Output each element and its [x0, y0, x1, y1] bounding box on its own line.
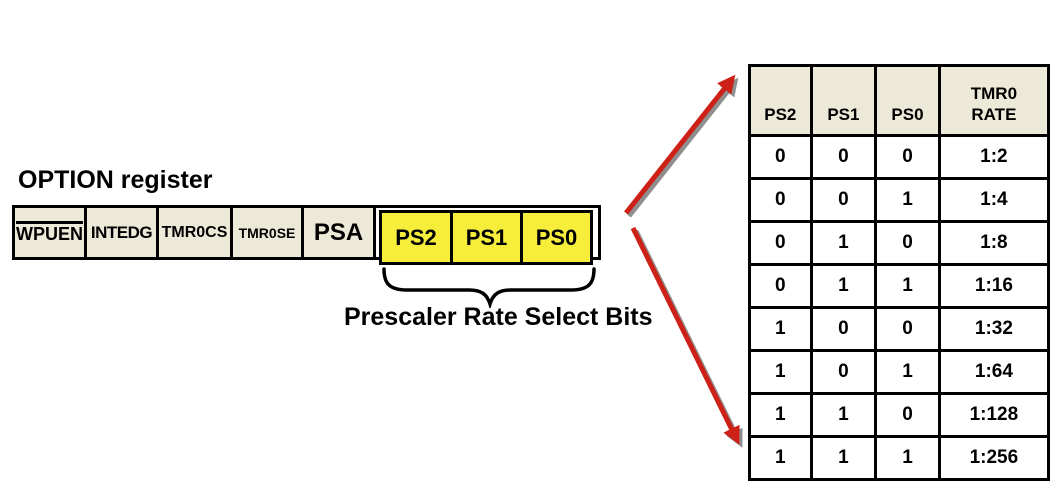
table-cell: 1	[809, 435, 878, 481]
table-cell: 0	[809, 134, 878, 180]
table-cell: 0	[748, 177, 813, 223]
col-header-ps2: PS2	[748, 64, 813, 137]
table-cell: 0	[874, 134, 941, 180]
table-cell: 0	[748, 263, 813, 309]
table-cell: 0	[874, 392, 941, 438]
ps-bits-group: PS2 PS1 PS0	[379, 210, 593, 265]
register-bit-psa: PSA	[301, 205, 376, 260]
register-bit-ps0: PS0	[520, 210, 593, 265]
table-cell: 0	[874, 306, 941, 352]
register-bit-tmr0cs: TMR0CS	[156, 205, 233, 260]
register-bit-intedg: INTEDG	[84, 205, 159, 260]
table-cell: 0	[748, 220, 813, 266]
table-row: 1 0 0 1:32	[748, 306, 1050, 352]
table-cell: 0	[809, 177, 878, 223]
table-cell: 0	[874, 220, 941, 266]
table-cell: 1:4	[937, 177, 1050, 223]
table-cell: 1:256	[937, 435, 1050, 481]
table-cell: 1	[874, 349, 941, 395]
bit-label-ps1: PS1	[465, 224, 508, 250]
register-bit-ps2: PS2	[379, 210, 453, 265]
register-bit-tmr0se: TMR0SE	[230, 205, 304, 260]
table-row: 1 1 1 1:256	[748, 435, 1050, 481]
table-cell: 1	[748, 435, 813, 481]
table-cell: 1	[809, 220, 878, 266]
table-cell: 1:16	[937, 263, 1050, 309]
table-cell: 0	[748, 134, 813, 180]
table-cell: 0	[809, 349, 878, 395]
table-cell: 1	[809, 263, 878, 309]
arrow-to-table-bottom	[630, 226, 740, 445]
table-cell: 1	[874, 177, 941, 223]
col-header-tmr0-rate: TMR0 RATE	[937, 64, 1050, 137]
bit-label-tmr0cs: TMR0CS	[161, 223, 228, 241]
arrow-shadow	[633, 229, 743, 448]
arrow-to-table-top	[624, 74, 736, 215]
table-cell: 1	[748, 349, 813, 395]
table-cell: 1:128	[937, 392, 1050, 438]
table-cell: 1	[748, 306, 813, 352]
col-header-ps0: PS0	[874, 64, 941, 137]
table-cell: 1:2	[937, 134, 1050, 180]
table-cell: 1:64	[937, 349, 1050, 395]
table-cell: 0	[809, 306, 878, 352]
table-row: 0 0 0 1:2	[748, 134, 1050, 180]
bit-label-wpuen: WPUEN	[16, 221, 83, 244]
register-bit-ps1: PS1	[450, 210, 523, 265]
bit-label-intedg: INTEDG	[90, 222, 153, 242]
bit-label-tmr0se: TMR0SE	[238, 224, 296, 241]
bit-label-ps0: PS0	[535, 224, 578, 250]
table-cell: 1	[748, 392, 813, 438]
brace	[382, 267, 596, 308]
bit-label-ps2: PS2	[395, 224, 437, 250]
table-row: 0 1 1 1:16	[748, 263, 1050, 309]
table-row: 1 0 1 1:64	[748, 349, 1050, 395]
arrow-shadow	[627, 77, 739, 218]
table-row: 1 1 0 1:128	[748, 392, 1050, 438]
table-cell: 1	[809, 392, 878, 438]
prescaler-rate-table: PS2 PS1 PS0 TMR0 RATE 0 0 0 1:2 0 0 1 1:…	[748, 64, 1050, 481]
table-cell: 1	[874, 435, 941, 481]
table-cell: 1	[874, 263, 941, 309]
register-bit-wpuen: WPUEN	[12, 205, 87, 260]
page-title: OPTION register	[18, 166, 213, 194]
table-row: 0 1 0 1:8	[748, 220, 1050, 266]
table-cell: 1:8	[937, 220, 1050, 266]
brace-label: Prescaler Rate Select Bits	[344, 303, 653, 331]
bit-label-psa: PSA	[313, 218, 364, 246]
table-header-row: PS2 PS1 PS0 TMR0 RATE	[748, 64, 1050, 137]
col-header-ps1: PS1	[809, 64, 878, 137]
table-cell: 1:32	[937, 306, 1050, 352]
table-row: 0 0 1 1:4	[748, 177, 1050, 223]
